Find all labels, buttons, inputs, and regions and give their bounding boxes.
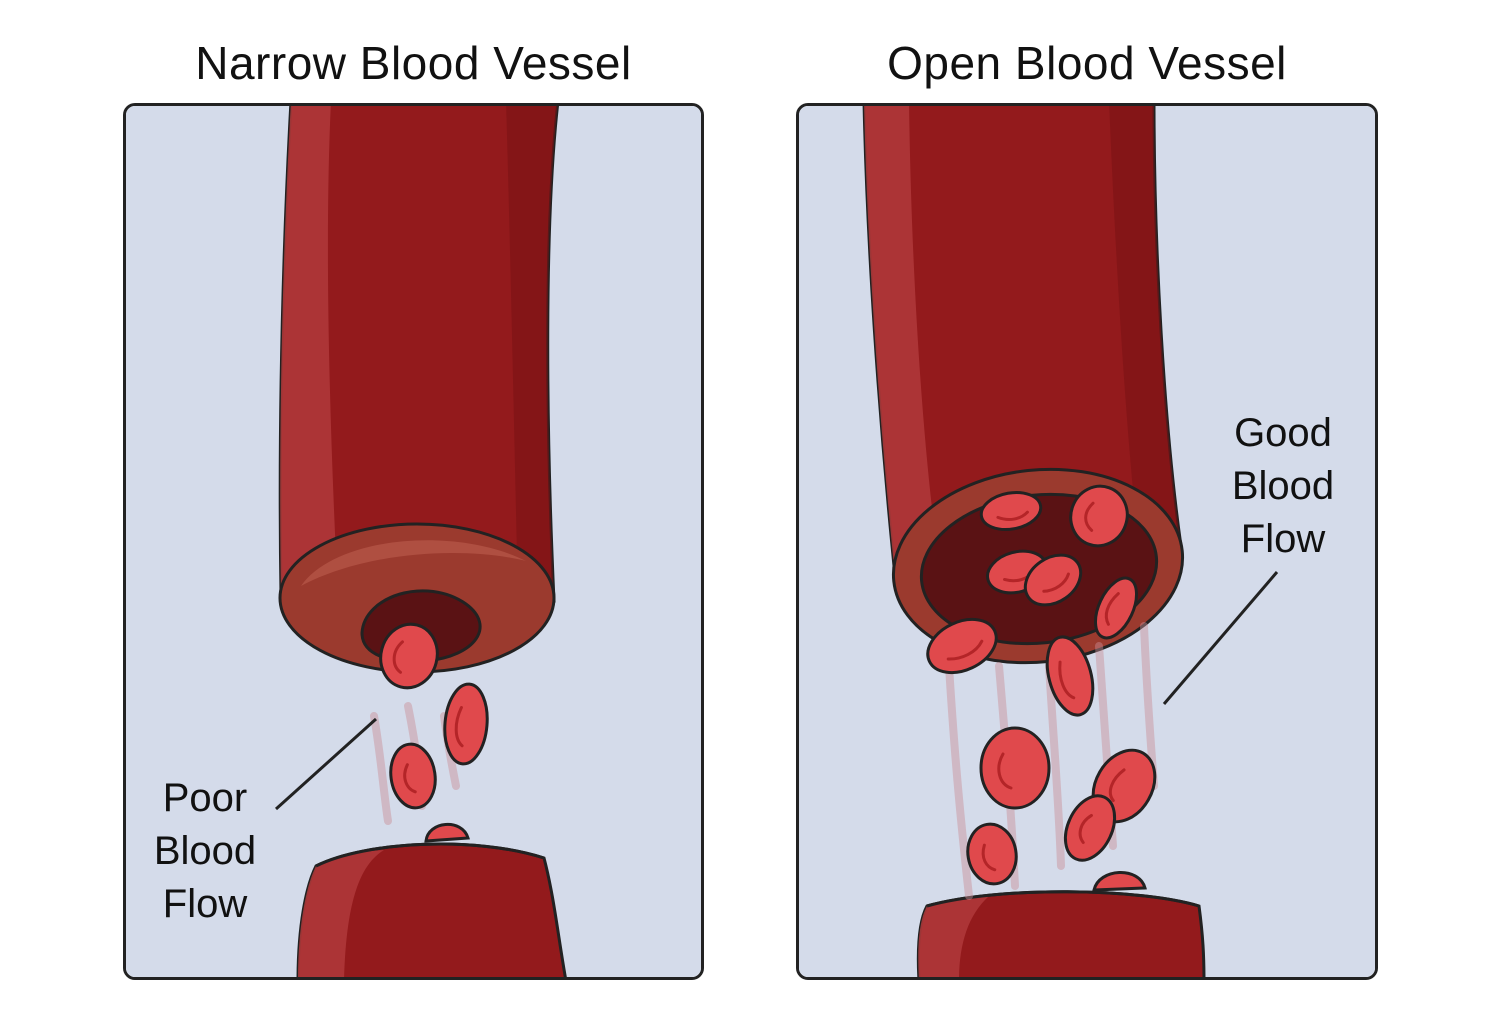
good-label-line: Blood (1231, 464, 1335, 508)
red-blood-cell (966, 822, 1018, 886)
poor-label-line: Blood (153, 829, 257, 873)
good-label-line: Good (1234, 411, 1332, 455)
narrow-vessel-lower (296, 842, 567, 977)
open-vessel-illustration (799, 106, 1375, 977)
narrow-vessel-panel (123, 103, 704, 980)
red-blood-cell (389, 742, 437, 810)
red-blood-cell (979, 726, 1051, 810)
open-vessel-panel (796, 103, 1378, 980)
narrow-vessel-title: Narrow Blood Vessel (195, 37, 632, 89)
open-vessel-title: Open Blood Vessel (887, 37, 1287, 89)
narrow-vessel-upper (278, 106, 559, 674)
red-blood-cell (1045, 635, 1095, 717)
red-blood-cell (424, 822, 470, 843)
red-blood-cell (926, 617, 998, 675)
good-flow-pointer-line (1162, 571, 1279, 705)
good-blood-flow-label: Good Blood Flow (1205, 407, 1361, 566)
open-vessel-cells (926, 484, 1157, 892)
red-blood-cell (1069, 484, 1129, 548)
red-blood-cell (1092, 871, 1147, 892)
red-blood-cell (379, 622, 439, 690)
narrow-vessel-cells (379, 622, 489, 843)
red-blood-cell (1063, 794, 1117, 862)
poor-blood-flow-label: Poor Blood Flow (130, 772, 280, 931)
poor-flow-pointer-line (274, 717, 378, 811)
red-blood-cell (1023, 553, 1083, 607)
poor-label-line: Flow (162, 882, 248, 926)
open-vessel-lower (916, 890, 1206, 977)
red-blood-cell (443, 682, 489, 766)
good-label-line: Flow (1240, 517, 1326, 561)
poor-label-line: Poor (162, 776, 248, 820)
red-blood-cell (1093, 576, 1139, 640)
narrow-vessel-illustration (126, 106, 701, 977)
red-blood-cell (979, 491, 1043, 531)
